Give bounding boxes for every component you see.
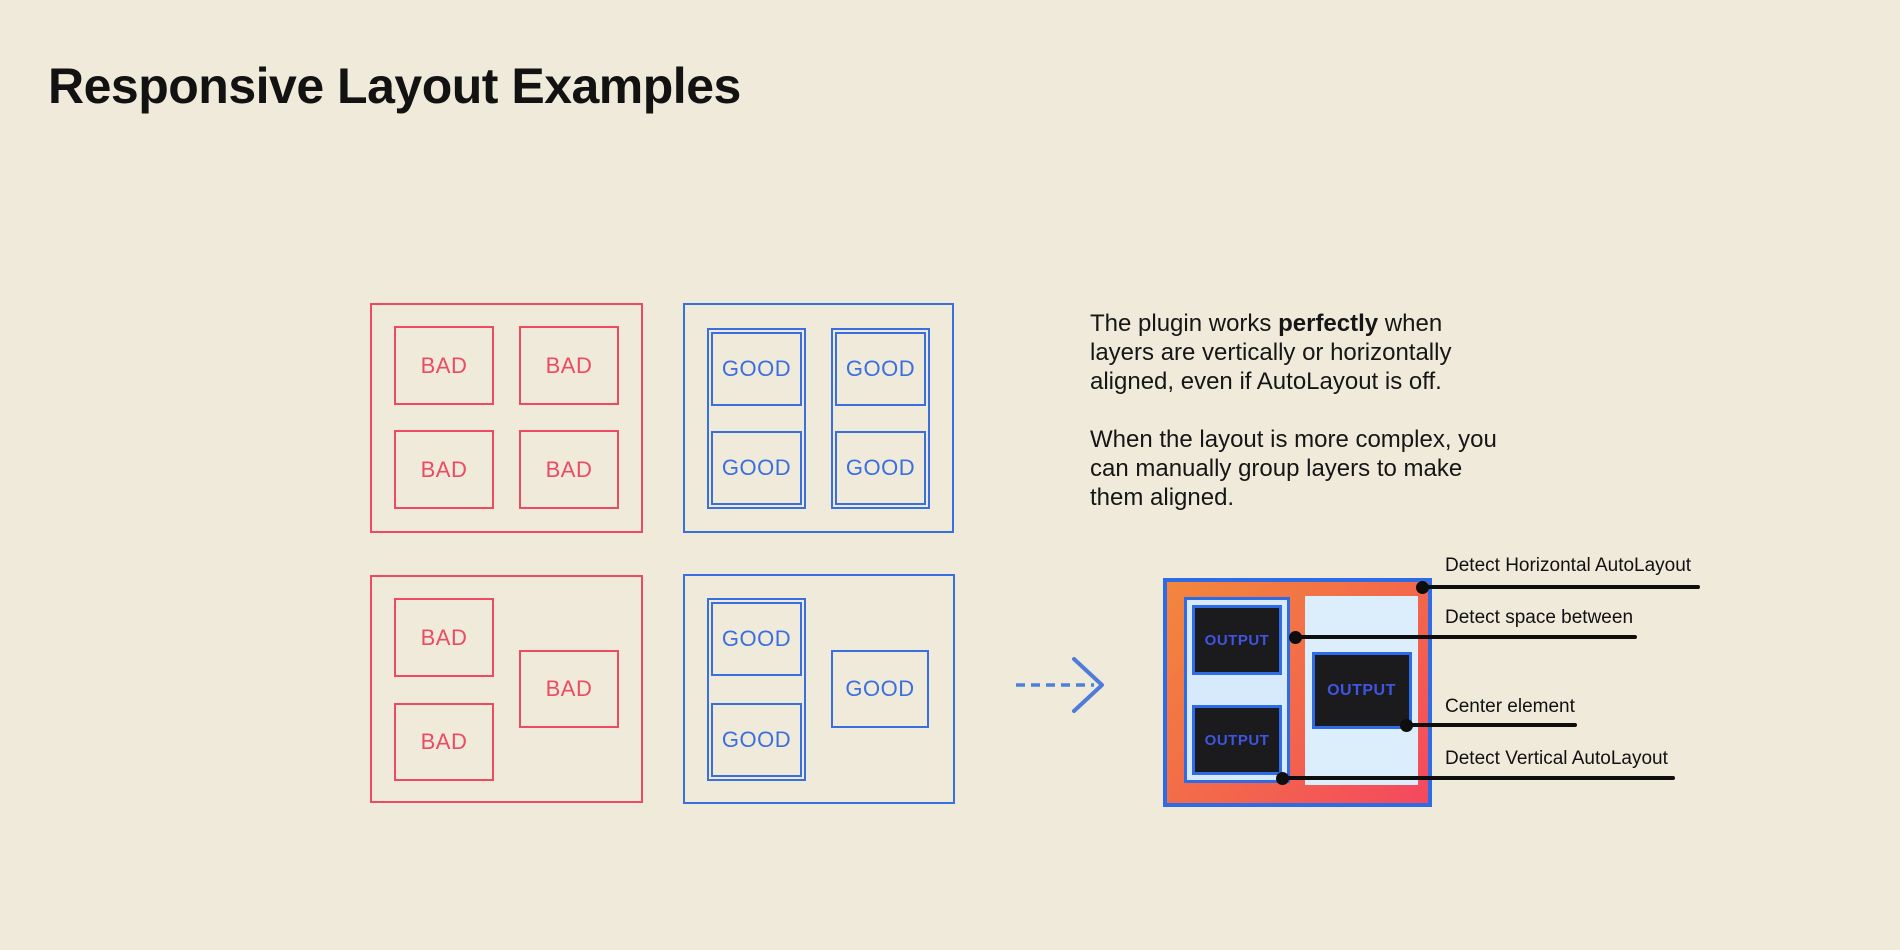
good-group: GOOD GOOD bbox=[707, 598, 806, 781]
page-title: Responsive Layout Examples bbox=[48, 58, 741, 114]
annotation-label-detect-horizontal: Detect Horizontal AutoLayout bbox=[1445, 555, 1692, 576]
description-line: can manually group layers to make bbox=[1090, 455, 1463, 482]
good-box: GOOD bbox=[711, 332, 802, 406]
annotation-line bbox=[1295, 635, 1637, 639]
description-paragraph-1: The plugin works perfectly when layers a… bbox=[1090, 309, 1570, 396]
description-line: When the layout is more complex, you bbox=[1090, 426, 1497, 453]
description-text: The plugin works perfectly when layers a… bbox=[1090, 309, 1570, 541]
output-center-panel: OUTPUT bbox=[1305, 596, 1418, 785]
output-box: OUTPUT bbox=[1192, 705, 1282, 775]
bad-box: BAD bbox=[519, 650, 619, 728]
bad-box: BAD bbox=[519, 430, 619, 509]
good-group: GOOD GOOD bbox=[831, 328, 930, 509]
bad-box: BAD bbox=[394, 598, 494, 677]
annotation-dot bbox=[1276, 772, 1289, 785]
good-box: GOOD bbox=[711, 431, 802, 505]
description-line: aligned, even if AutoLayout is off. bbox=[1090, 368, 1442, 395]
example-good-complex: GOOD GOOD GOOD bbox=[683, 574, 955, 804]
arrow-right-icon bbox=[1016, 657, 1104, 713]
example-good-grid: GOOD GOOD GOOD GOOD bbox=[683, 303, 954, 533]
annotation-label-detect-vertical: Detect Vertical AutoLayout bbox=[1445, 748, 1668, 769]
bad-box: BAD bbox=[519, 326, 619, 405]
good-box: GOOD bbox=[835, 332, 926, 406]
annotation-line bbox=[1406, 723, 1577, 727]
good-group: GOOD GOOD bbox=[707, 328, 806, 509]
good-box: GOOD bbox=[835, 431, 926, 505]
annotation-label-space-between: Detect space between bbox=[1445, 607, 1634, 628]
annotation-dot bbox=[1400, 719, 1413, 732]
description-line: The plugin works perfectly when bbox=[1090, 310, 1443, 337]
good-box: GOOD bbox=[711, 703, 802, 777]
example-bad-grid: BAD BAD BAD BAD bbox=[370, 303, 643, 533]
annotation-line bbox=[1282, 776, 1675, 780]
annotation-label-center-element: Center element bbox=[1445, 696, 1575, 717]
annotation-dot bbox=[1289, 631, 1302, 644]
good-box: GOOD bbox=[831, 650, 929, 728]
bad-box: BAD bbox=[394, 326, 494, 405]
bad-box: BAD bbox=[394, 703, 494, 781]
example-bad-complex: BAD BAD BAD bbox=[370, 575, 643, 803]
annotation-line bbox=[1422, 585, 1700, 589]
annotation-dot bbox=[1416, 581, 1429, 594]
bad-box: BAD bbox=[394, 430, 494, 509]
good-box: GOOD bbox=[711, 602, 802, 676]
output-vertical-group: OUTPUT OUTPUT bbox=[1184, 597, 1290, 783]
description-paragraph-2: When the layout is more complex, you can… bbox=[1090, 425, 1570, 512]
output-box: OUTPUT bbox=[1311, 652, 1412, 729]
description-line: them aligned. bbox=[1090, 484, 1235, 511]
output-diagram: OUTPUT OUTPUT OUTPUT bbox=[1163, 578, 1432, 807]
output-box: OUTPUT bbox=[1192, 605, 1282, 675]
description-line: layers are vertically or horizontally bbox=[1090, 339, 1452, 366]
